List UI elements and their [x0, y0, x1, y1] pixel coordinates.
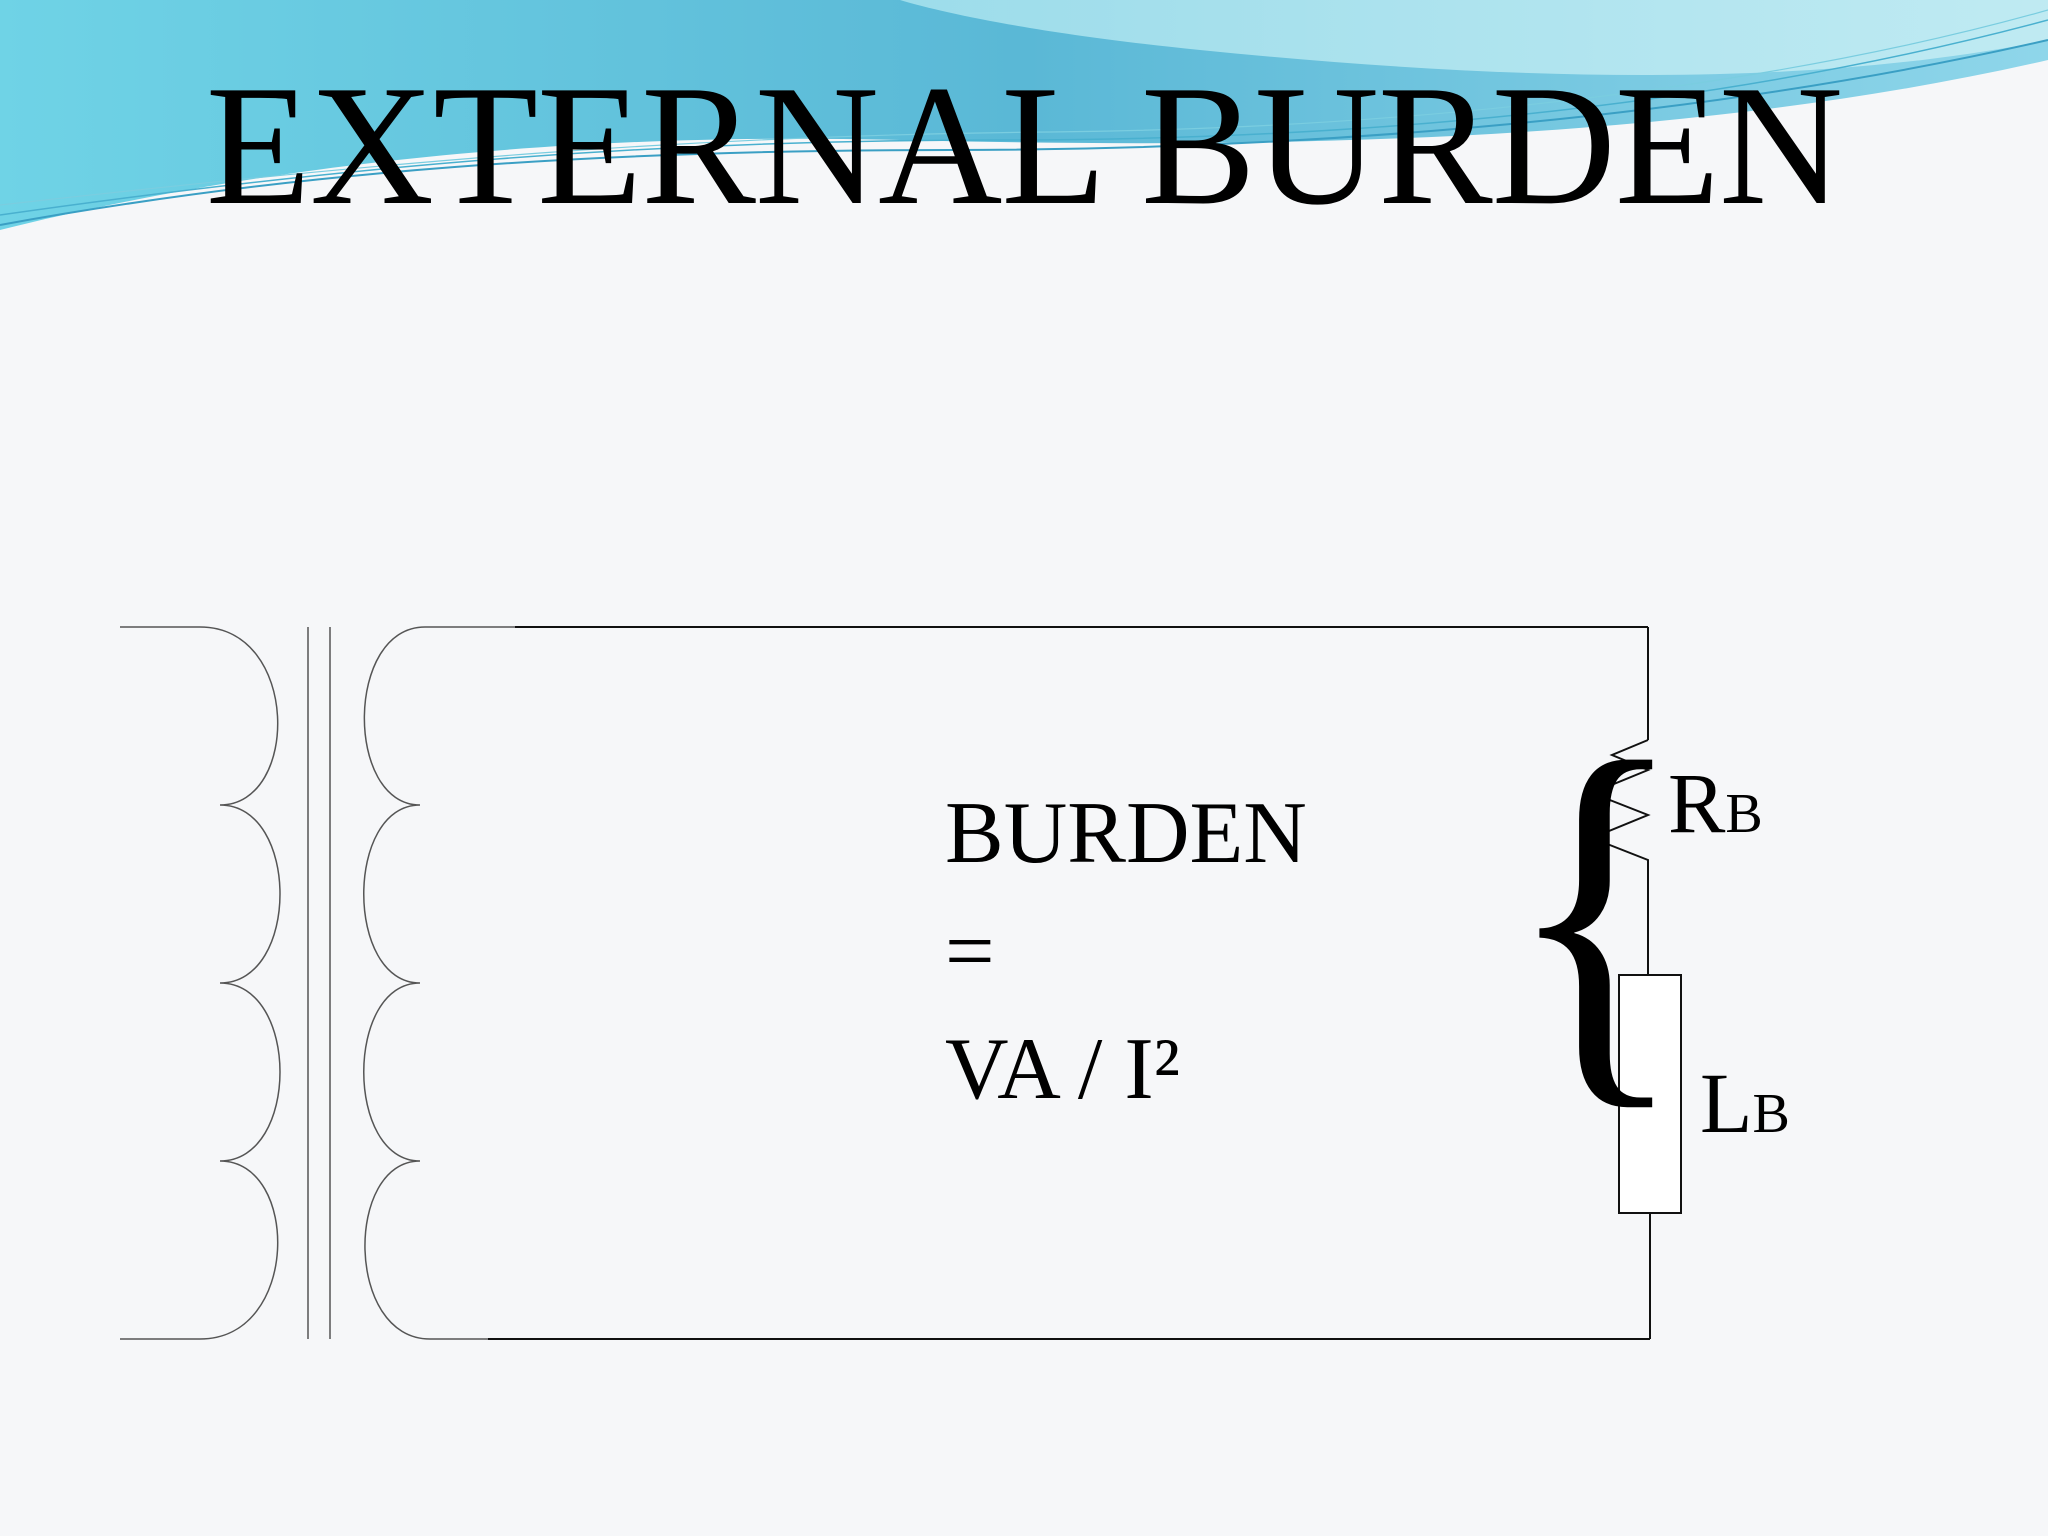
formula-line-1: BURDEN	[945, 785, 1307, 882]
formula-line-2: =	[945, 903, 995, 1000]
inductor-label-subscript: B	[1752, 1083, 1790, 1145]
inductor-label: LB	[1700, 1060, 1790, 1146]
resistor-symbol	[1589, 739, 1651, 880]
resistor-label: RB	[1668, 760, 1763, 846]
header-wave	[0, 0, 2048, 230]
grouping-brace: {	[1505, 677, 1687, 1142]
circuit-wires	[488, 626, 1682, 1340]
primary-winding	[120, 626, 281, 1340]
resistor-label-subscript: B	[1725, 783, 1763, 845]
resistor-label-symbol: R	[1668, 755, 1726, 851]
burden-formula: BURDEN = VA / I²	[945, 775, 1307, 1129]
secondary-winding	[363, 626, 515, 1340]
inductor-label-symbol: L	[1700, 1055, 1753, 1151]
formula-line-3: VA / I²	[945, 1021, 1181, 1118]
transformer	[120, 626, 515, 1340]
slide-title: EXTERNAL BURDEN	[205, 51, 1843, 241]
